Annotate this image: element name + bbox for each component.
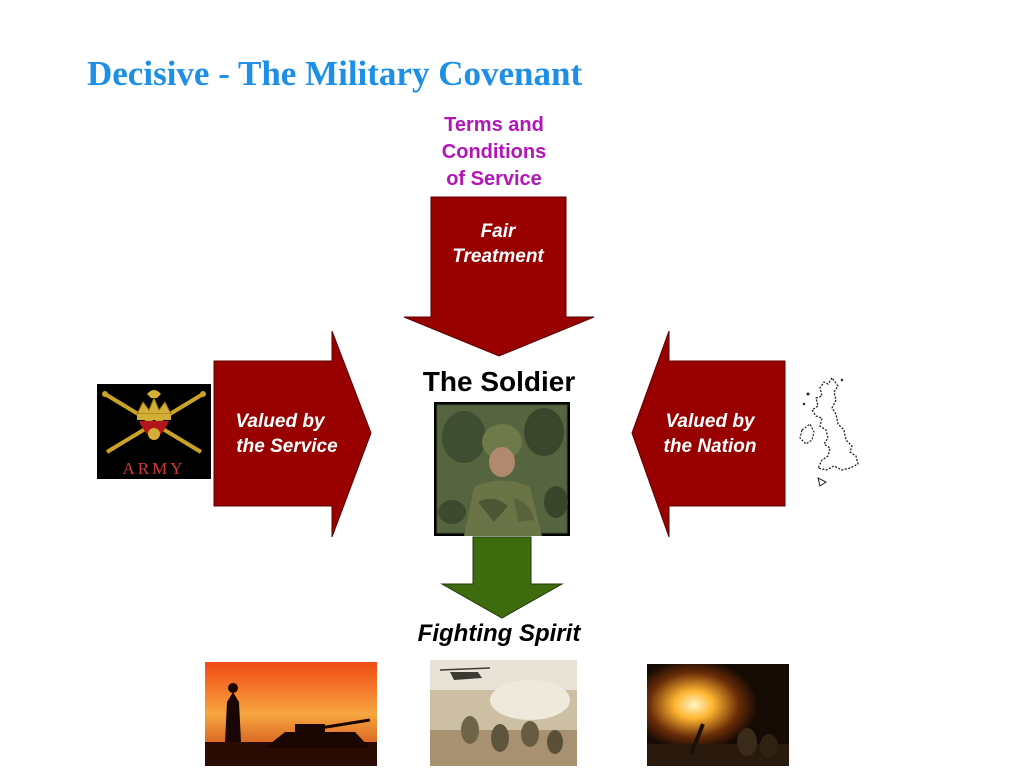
soldier-photo — [434, 402, 570, 536]
fair-treatment-line-1: Fair — [480, 221, 516, 242]
valued-by-service-line-2: the Service — [236, 436, 338, 457]
uk-map-icon — [799, 376, 859, 487]
army-logo-text: ARMY — [122, 459, 186, 478]
valued-by-service-arrow — [213, 330, 372, 538]
terms-line-1: Terms and — [444, 114, 544, 136]
valued-by-nation-arrow — [631, 330, 786, 538]
fighting-spirit-label: Fighting Spirit — [417, 620, 581, 647]
fair-treatment-arrow — [403, 196, 595, 357]
sunset-soldiers-photo — [205, 662, 377, 766]
helicopter-troops-photo — [430, 660, 577, 766]
slide-title: Decisive - The Military Covenant — [87, 54, 583, 93]
fair-treatment-line-2: Treatment — [452, 246, 544, 267]
valued-by-service-line-1: Valued by — [235, 411, 325, 432]
soldier-label: The Soldier — [422, 366, 576, 397]
terms-line-3: of Service — [446, 168, 542, 190]
mortar-fire-photo — [647, 664, 789, 766]
valued-by-nation-line-2: the Nation — [663, 436, 757, 457]
fighting-spirit-arrow — [440, 536, 564, 619]
terms-line-2: Conditions — [441, 141, 547, 163]
valued-by-nation-line-1: Valued by — [665, 411, 755, 432]
army-logo-icon — [97, 384, 211, 479]
